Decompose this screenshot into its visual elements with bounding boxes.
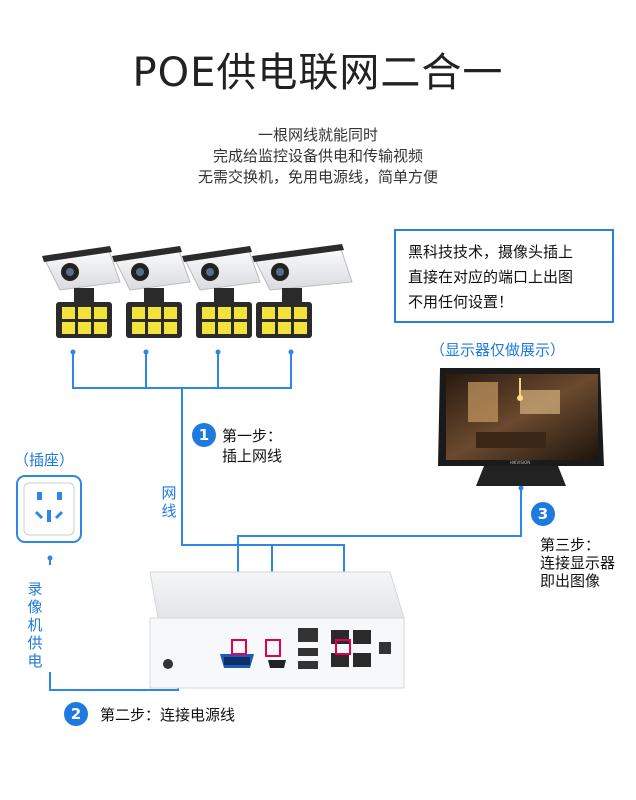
camera-3 xyxy=(182,246,260,338)
monitor: HIKVISION xyxy=(438,368,604,486)
step-1-title: 第一步： xyxy=(222,425,282,446)
camera-4 xyxy=(252,244,352,338)
camera-1 xyxy=(42,246,120,338)
monitor-caption: （显示器仅做展示） xyxy=(430,339,565,360)
step-1-badge: 1 xyxy=(192,423,216,447)
socket-caption: （插座） xyxy=(14,449,74,470)
step-1-desc: 插上网线 xyxy=(222,445,282,466)
step-2-badge: 2 xyxy=(64,702,88,726)
power-socket xyxy=(17,476,81,542)
step-3-badge: 3 xyxy=(531,502,555,526)
step-2-title: 第二步：连接电源线 xyxy=(100,704,235,725)
nvr-recorder xyxy=(150,572,404,688)
step-3-desc-2: 即出图像 xyxy=(540,570,600,591)
monitor-brand: HIKVISION xyxy=(510,460,531,465)
recorder-power-label: 录像机供电 xyxy=(26,580,44,670)
camera-2 xyxy=(112,246,190,338)
cable-label: 网线 xyxy=(160,484,178,520)
